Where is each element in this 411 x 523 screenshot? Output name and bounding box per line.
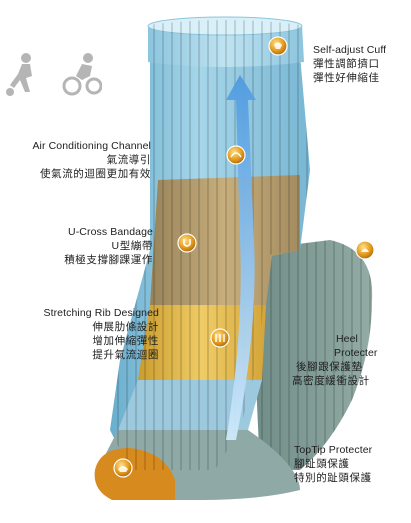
air-channel-badge-icon bbox=[226, 145, 246, 165]
air-channel-label: Air Conditioning Channel 氣流導引 使氣流的迴圈更加有效 bbox=[32, 139, 151, 181]
toe-label: TopTip Protecter 腳趾頭保護 特別的趾頭保護 bbox=[294, 443, 372, 485]
heel-desc: 後腳跟保護墊 高密度緩衝設計 bbox=[292, 360, 370, 388]
u-cross-badge-icon bbox=[177, 233, 197, 253]
cuff-badge-icon bbox=[268, 36, 288, 56]
heel-badge-icon bbox=[355, 240, 375, 260]
toe-badge-icon bbox=[113, 458, 133, 478]
rib-title: Stretching Rib Designed bbox=[43, 307, 159, 319]
heel-title-a: Heel bbox=[336, 333, 358, 345]
cuff-title: Self-adjust Cuff bbox=[313, 44, 387, 56]
heel-desc-1: 後腳跟保護墊 bbox=[296, 361, 363, 373]
heel-title-b: Protecter bbox=[334, 347, 378, 359]
toe-desc-1: 腳趾頭保護 bbox=[294, 458, 350, 470]
cuff-desc-2: 彈性好伸縮佳 bbox=[313, 72, 380, 84]
cuff-desc-1: 彈性調節擠口 bbox=[313, 58, 380, 70]
air-channel-desc-2: 使氣流的迴圈更加有效 bbox=[40, 168, 151, 180]
cyclist-icon bbox=[62, 53, 102, 96]
rib-label: Stretching Rib Designed 伸展肋條設計 增加伸縮彈性 提升… bbox=[43, 306, 159, 362]
u-cross-title: U-Cross Bandage bbox=[68, 226, 153, 238]
toe-desc-2: 特別的趾頭保護 bbox=[294, 472, 372, 484]
rib-badge-icon bbox=[210, 328, 230, 348]
cuff-label: Self-adjust Cuff 彈性調節擠口 彈性好伸縮佳 bbox=[313, 43, 386, 85]
soccer-player-icon bbox=[6, 53, 32, 96]
u-cross-label: U-Cross Bandage U型繃帶 積極支撐腳踝運作 bbox=[64, 225, 153, 267]
rib-desc-1: 伸展肋條設計 bbox=[92, 321, 159, 333]
toe-title: TopTip Protecter bbox=[294, 444, 373, 456]
rib-desc-3: 提升氣流迴圈 bbox=[92, 349, 159, 361]
rib-desc-2: 增加伸縮彈性 bbox=[92, 335, 159, 347]
heel-label: Heel Protecter bbox=[316, 332, 378, 360]
u-cross-desc-1: U型繃帶 bbox=[111, 240, 153, 252]
u-cross-desc-2: 積極支撐腳踝運作 bbox=[64, 254, 153, 266]
air-channel-title: Air Conditioning Channel bbox=[32, 140, 151, 152]
air-channel-desc-1: 氣流導引 bbox=[106, 154, 151, 166]
heel-desc-2: 高密度緩衝設計 bbox=[292, 375, 370, 387]
